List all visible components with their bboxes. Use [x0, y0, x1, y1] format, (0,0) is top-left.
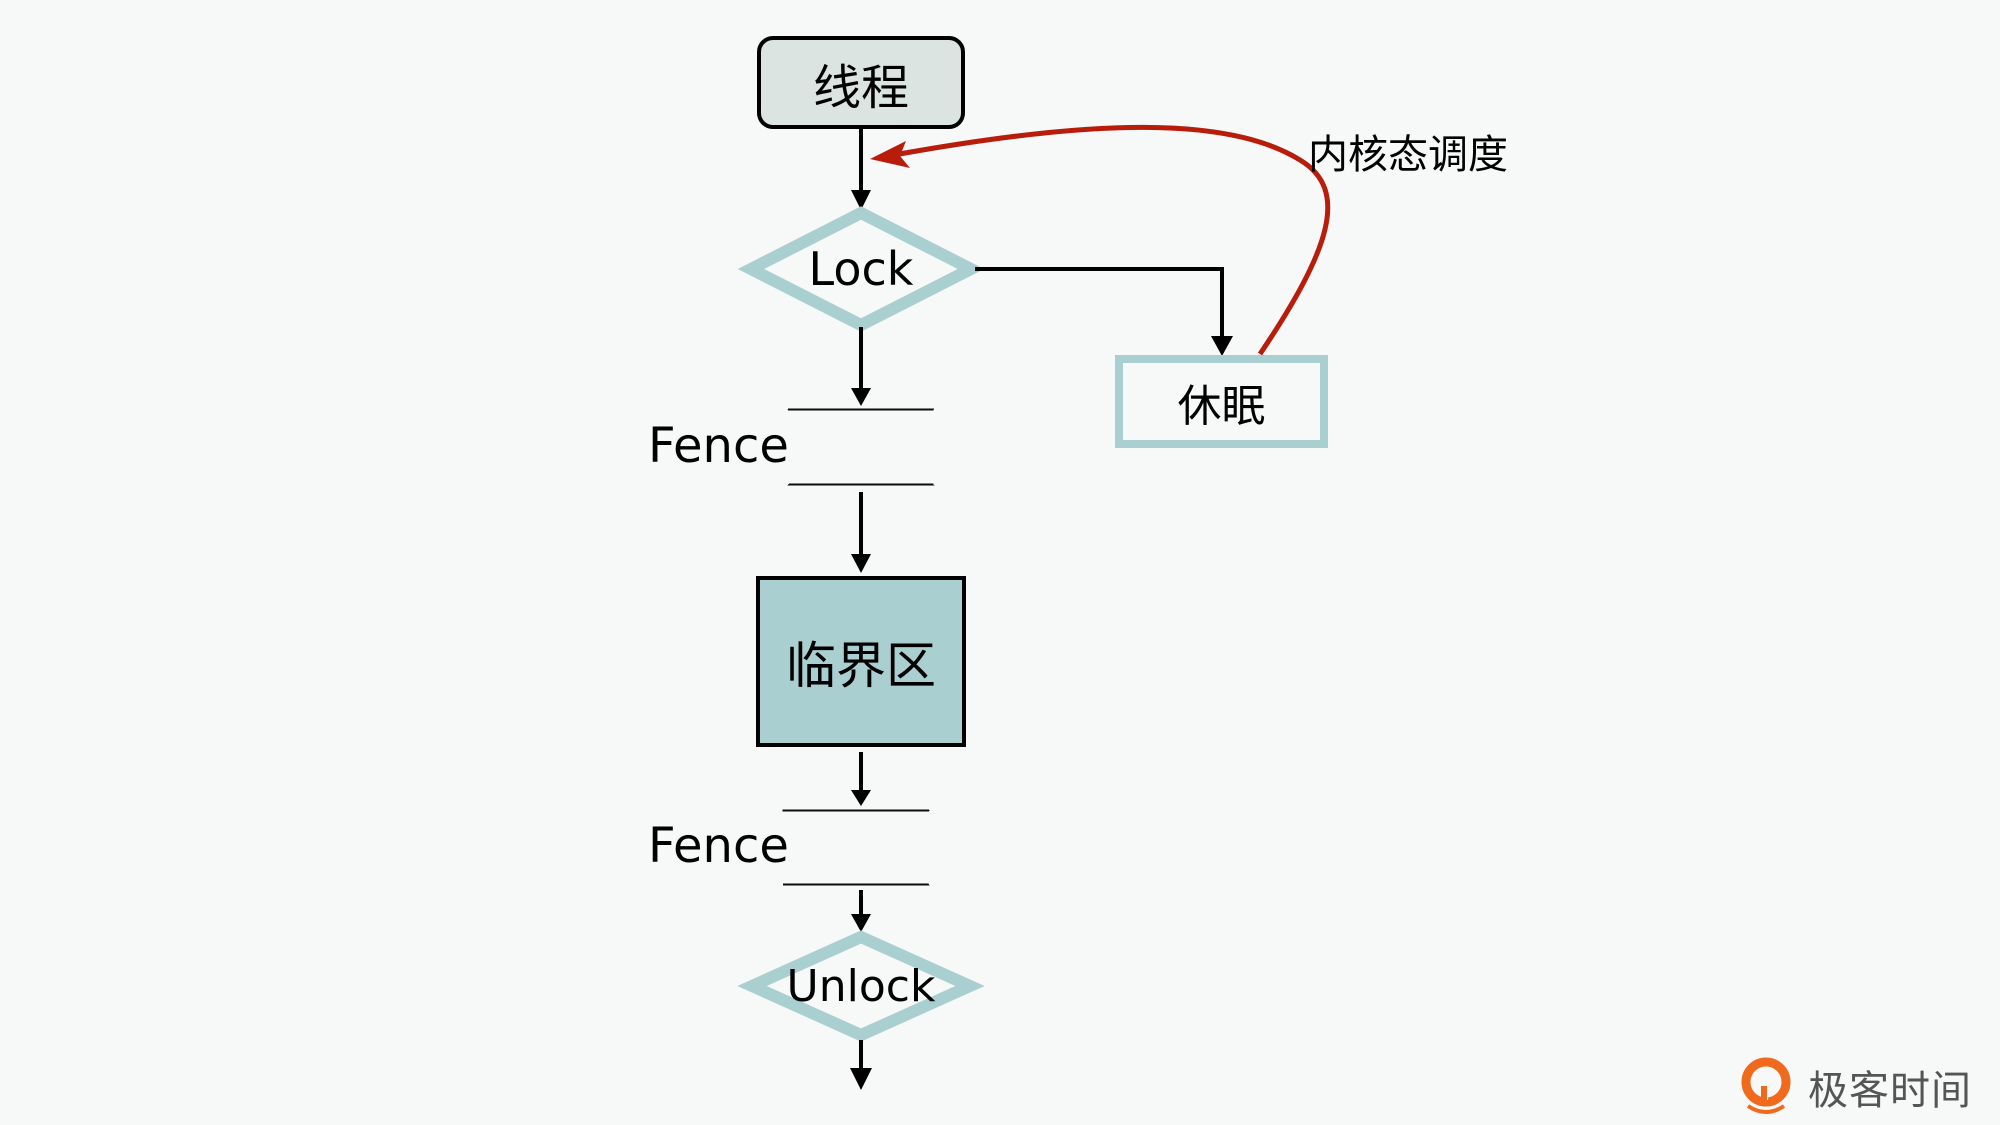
edge-kernel-schedule	[893, 124, 1331, 356]
arrowhead-icon	[1211, 336, 1233, 356]
fence-2-bottom-bar	[782, 881, 930, 888]
arrowhead-icon	[850, 1068, 872, 1090]
geektime-logo: 极客时间	[1800, 1058, 1972, 1116]
arrowhead-icon	[851, 388, 871, 406]
sleep-node	[1115, 355, 1328, 448]
logo-text: 极客时间	[1808, 1068, 1972, 1114]
arrowhead-icon	[851, 190, 871, 210]
lock-label: Lock	[808, 242, 914, 296]
fence-1-bottom-bar	[787, 481, 935, 488]
fence-1-label: Fence	[648, 418, 789, 474]
edge-lock-to-sleep	[975, 267, 1224, 340]
unlock-node	[737, 930, 985, 1042]
lock-node	[737, 206, 985, 332]
unlock-label: Unlock	[786, 960, 936, 1012]
fence-1-top-bar	[787, 406, 935, 413]
fence-2-top-bar	[782, 807, 930, 814]
thread-label: 线程	[812, 59, 909, 116]
kernel-schedule-label: 内核态调度	[1308, 132, 1508, 178]
arrowhead-icon	[851, 554, 871, 573]
arrowhead-icon	[851, 914, 871, 932]
critical-section-node	[756, 576, 966, 747]
kernel-arrowhead-icon	[870, 141, 910, 168]
fence-2-label: Fence	[648, 818, 789, 874]
sleep-label: 休眠	[1177, 380, 1266, 432]
critical-section-label: 临界区	[786, 636, 936, 695]
arrowhead-icon	[851, 790, 871, 806]
geektime-logo-icon	[1741, 1057, 1791, 1114]
